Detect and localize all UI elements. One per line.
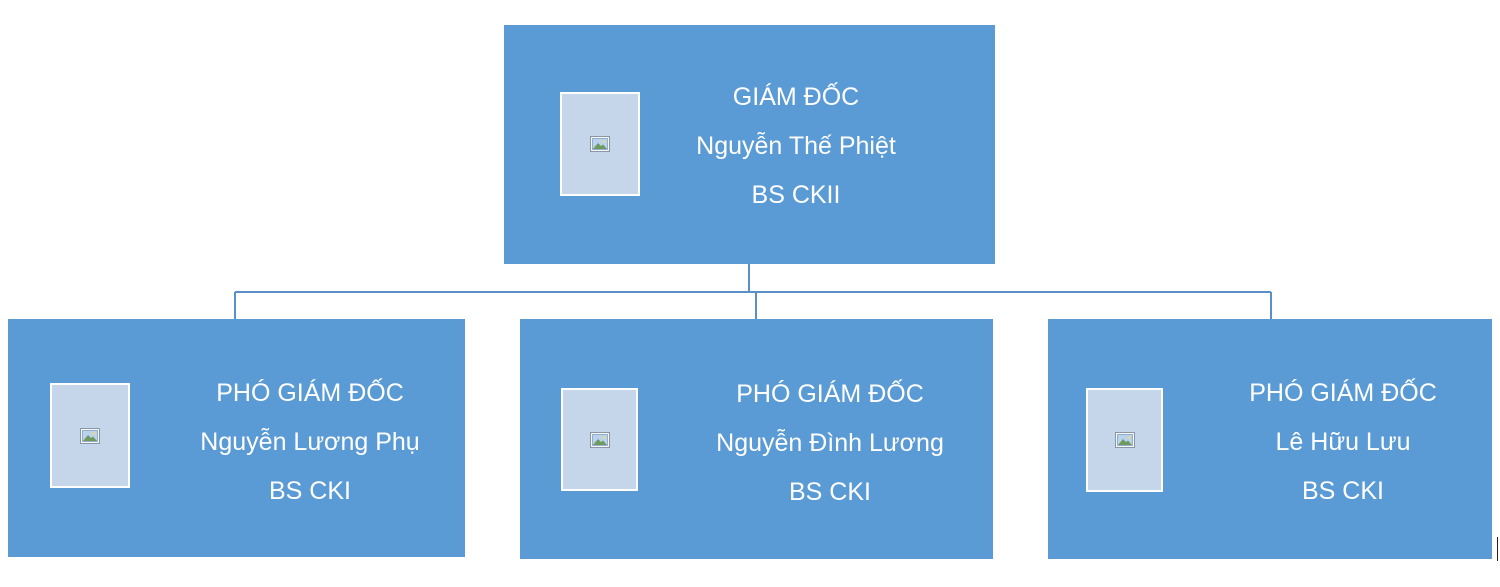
image-placeholder-icon xyxy=(590,432,610,448)
deputy-title-1: PHÓ GIÁM ĐỐC xyxy=(175,369,445,418)
director-photo xyxy=(560,92,640,196)
director-name: Nguyễn Thế Phiệt xyxy=(661,122,931,171)
image-placeholder-icon xyxy=(590,136,610,152)
image-placeholder-icon xyxy=(80,428,100,444)
deputy-degree-3: BS CKI xyxy=(1208,467,1478,516)
deputy-photo-2 xyxy=(561,388,638,491)
text-cursor xyxy=(1497,537,1498,561)
deputy-node-3[interactable]: PHÓ GIÁM ĐỐC Lê Hữu Lưu BS CKI xyxy=(1048,319,1492,559)
image-placeholder-icon xyxy=(1115,432,1135,448)
deputy-degree-2: BS CKI xyxy=(690,468,970,517)
deputy-name-2: Nguyễn Đình Lương xyxy=(690,419,970,468)
deputy-title-3: PHÓ GIÁM ĐỐC xyxy=(1208,369,1478,418)
deputy-node-2[interactable]: PHÓ GIÁM ĐỐC Nguyễn Đình Lương BS CKI xyxy=(520,319,993,559)
deputy-node-1[interactable]: PHÓ GIÁM ĐỐC Nguyễn Lương Phụ BS CKI xyxy=(8,319,465,557)
director-degree: BS CKII xyxy=(661,171,931,220)
deputy-name-1: Nguyễn Lương Phụ xyxy=(175,418,445,467)
director-title: GIÁM ĐỐC xyxy=(661,73,931,122)
deputy-degree-1: BS CKI xyxy=(175,467,445,516)
deputy-name-3: Lê Hữu Lưu xyxy=(1208,418,1478,467)
director-node[interactable]: GIÁM ĐỐC Nguyễn Thế Phiệt BS CKII xyxy=(504,25,995,264)
deputy-title-2: PHÓ GIÁM ĐỐC xyxy=(690,370,970,419)
deputy-photo-3 xyxy=(1086,388,1163,492)
deputy-photo-1 xyxy=(50,383,130,488)
